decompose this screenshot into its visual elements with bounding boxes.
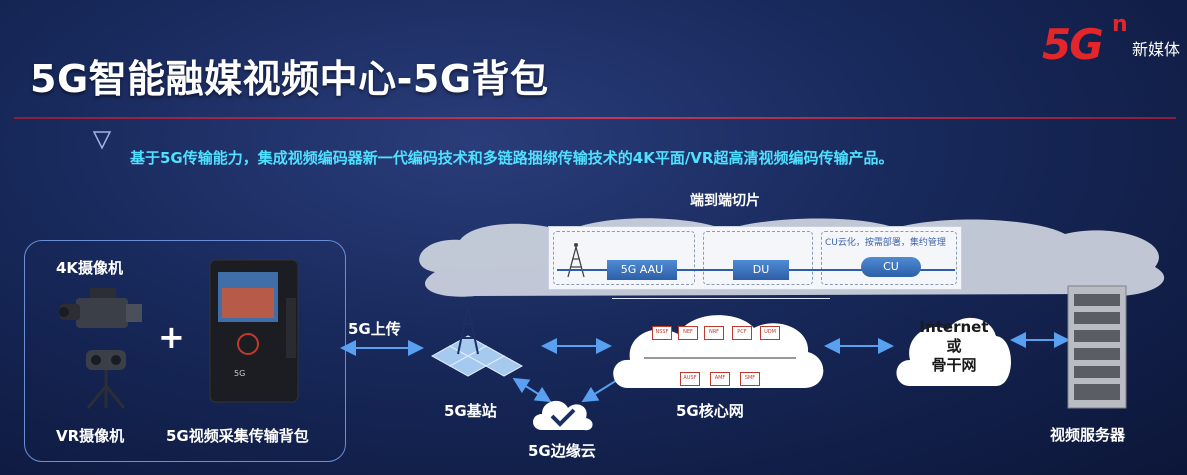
backpack-label: 5G视频采集传输背包 [166, 427, 309, 445]
core-fn-nssf: NSSF [652, 326, 672, 340]
camera-vr-label: VR摄像机 [56, 427, 125, 445]
antenna-icon [567, 243, 585, 278]
camera-vr-icon [86, 350, 126, 409]
du-zone [703, 231, 813, 285]
server-rack-icon [1067, 285, 1127, 409]
slice-heading: 端到端切片 [690, 193, 760, 209]
camera-4k-icon [59, 288, 142, 328]
uplink-label: 5G上传 [348, 320, 401, 338]
core-fn-nrf: NRF [704, 326, 724, 340]
ran-zone [553, 231, 695, 285]
plus-sign: + [158, 318, 185, 356]
page-title: 5G智能融媒视频中心-5G背包 [30, 57, 549, 101]
edge-cloud-label: 5G边缘云 [528, 442, 596, 460]
cu-node: CU [861, 257, 921, 277]
brand-logo: 5G n 新媒体 [1040, 10, 1181, 69]
subtitle: 基于5G传输能力，集成视频编码器新一代编码技术和多链路捆绑传输技术的4K平面/V… [130, 149, 894, 167]
cu-zone [821, 231, 957, 285]
internet-cloud-icon [896, 317, 1011, 386]
core-label: 5G核心网 [676, 402, 744, 420]
slice-underline [612, 298, 830, 299]
server-label: 视频服务器 [1050, 426, 1126, 444]
camera-4k-label: 4K摄像机 [56, 259, 124, 277]
brand-mark: 5G [1042, 20, 1104, 69]
aau-node: 5G AAU [607, 260, 677, 280]
du-node: DU [733, 260, 789, 280]
backpack-device-icon: 5G [209, 259, 299, 403]
core-fn-amf: AMF [710, 372, 730, 386]
internet-label-line1: Internet [919, 318, 989, 336]
base-station-label: 5G基站 [444, 402, 497, 420]
slice-note: CU云化，按需部署，集约管理 [825, 238, 946, 248]
edge-cloud-icon [533, 400, 593, 431]
svg-text:5G: 5G [234, 369, 245, 378]
core-fn-ausf: AUSF [680, 372, 700, 386]
header-divider [14, 117, 1176, 119]
internet-label: Internet 或 骨干网 [892, 318, 1016, 375]
brand-text: 新媒体 [1132, 40, 1181, 59]
triangle-bullet-icon [92, 131, 112, 150]
slice-panel: 5G AAU DU CU CU云化，按需部署，集约管理 [548, 226, 962, 290]
core-functions: NSSF NEF NRF PCF UDM AUSF AMF SMF [608, 304, 830, 398]
core-fn-nef: NEF [678, 326, 698, 340]
core-fn-udm: UDM [760, 326, 780, 340]
base-station-icon [430, 299, 524, 377]
internet-label-line3: 骨干网 [931, 356, 977, 374]
brand-superscript: n [1112, 12, 1128, 37]
internet-label-line2: 或 [946, 337, 962, 355]
core-fn-pcf: PCF [732, 326, 752, 340]
core-fn-smf: SMF [740, 372, 760, 386]
